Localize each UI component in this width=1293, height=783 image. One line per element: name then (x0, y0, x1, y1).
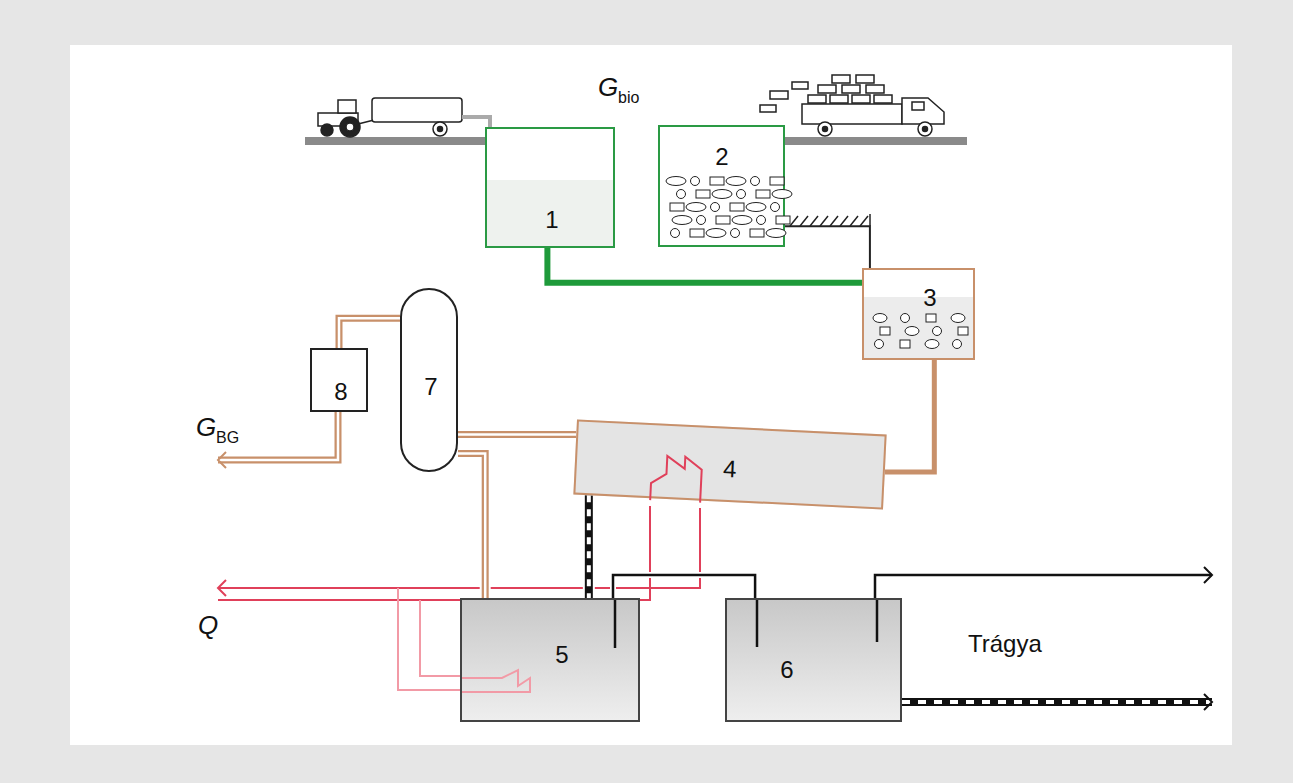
connector-stroke (583, 495, 595, 598)
callout-number: 3 (923, 286, 936, 310)
connector-stroke (613, 575, 755, 598)
solid-feed-store: 2 (658, 125, 785, 247)
subscript: BG (216, 430, 239, 446)
gas-pipe (458, 454, 485, 598)
connector-stroke (613, 575, 755, 598)
connector-stroke (885, 360, 935, 472)
flow-symbol: Q (198, 612, 218, 638)
ground (785, 137, 967, 145)
callout-number: 6 (780, 658, 793, 682)
connector-stroke (339, 318, 400, 348)
storage-tank: 6 (725, 598, 902, 722)
post-digester: 5 (460, 598, 640, 722)
connector-stroke (339, 318, 400, 348)
connector-stroke (458, 454, 485, 598)
gas-holder: 7 (400, 288, 458, 472)
callout-number: 1 (545, 208, 558, 232)
digestate-line (588, 495, 589, 598)
callout-number: 4 (723, 457, 738, 482)
truck (760, 75, 944, 136)
output-label: Trágya (968, 632, 1042, 656)
callout-number: 2 (715, 145, 728, 169)
conveyor (785, 226, 870, 268)
connector-stroke (547, 248, 862, 283)
slurry-tank: 1 (485, 127, 615, 248)
connector-stroke (458, 429, 576, 440)
ground (305, 137, 485, 145)
connector-stroke (339, 318, 400, 348)
node-decoration (462, 600, 642, 724)
connector-stroke (587, 495, 591, 598)
connector-stroke (547, 248, 862, 283)
connector-stroke (458, 454, 485, 598)
manure-output (875, 567, 1212, 710)
node-decoration (727, 600, 904, 724)
connector-stroke (885, 360, 935, 472)
gas-pipe (458, 434, 576, 435)
connector-stroke (458, 433, 576, 436)
flow-symbol: G (196, 414, 216, 440)
callout-number: 7 (424, 375, 437, 399)
manure-line (613, 575, 755, 598)
flow-symbol: G (598, 74, 618, 100)
node-decoration (864, 270, 977, 362)
tractor-tanker (318, 98, 462, 137)
connector-stroke (458, 431, 576, 438)
mixing-tank: 3 (862, 268, 975, 360)
substrate-pipe (885, 360, 935, 472)
white-panel (70, 45, 1232, 745)
connector-stroke (458, 454, 485, 598)
connector-stroke (785, 226, 870, 268)
gas-pipe (339, 318, 400, 348)
slurry-pipe (547, 248, 862, 283)
callout-number: 8 (334, 380, 347, 404)
connector-stroke (585, 495, 593, 598)
subscript: bio (618, 90, 639, 106)
callout-number: 5 (555, 643, 568, 667)
conveyor-hatching (790, 214, 870, 226)
gas-treatment: 8 (310, 348, 368, 412)
digester: 4 (573, 419, 886, 509)
